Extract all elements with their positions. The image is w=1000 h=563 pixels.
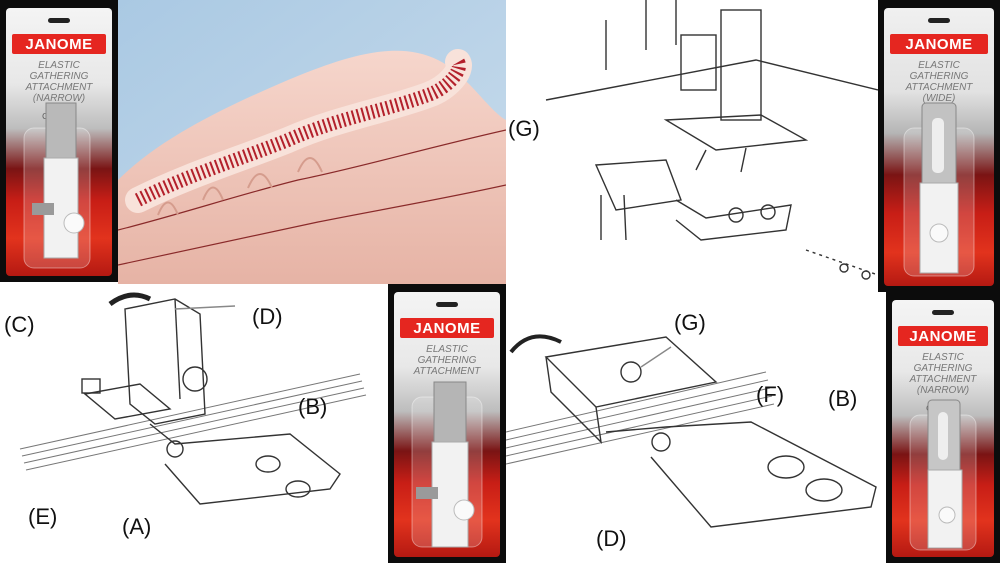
hang-hole xyxy=(436,302,458,307)
package-card: JANOME ELASTIC GATHERING ATTACHMENT (WID… xyxy=(884,8,994,286)
hang-hole xyxy=(932,310,954,315)
package-title: ELASTIC GATHERING ATTACHMENT xyxy=(413,344,481,377)
label-a: (A) xyxy=(122,514,152,539)
brand-logo: JANOME xyxy=(400,318,494,338)
hang-hole xyxy=(928,18,950,23)
label-g-machine: (G) xyxy=(508,116,540,141)
label-f: (F) xyxy=(756,382,785,407)
attachment-product-image xyxy=(903,102,975,277)
brand-logo: JANOME xyxy=(890,34,988,54)
label-b: (B) xyxy=(298,394,328,419)
package-card: JANOME ELASTIC GATHERING ATTACHMENT (NAR… xyxy=(892,300,994,557)
machine-line-drawing xyxy=(545,0,878,280)
attachment-product-image xyxy=(411,381,483,548)
package-narrow-top: JANOME ELASTIC GATHERING ATTACHMENT (NAR… xyxy=(0,0,118,282)
narrow-attachment-diagram: (C) (D) (B) (E) (A) xyxy=(0,284,388,563)
attachment-product-image xyxy=(909,399,977,551)
brand-logo: JANOME xyxy=(12,34,106,54)
brand-logo: JANOME xyxy=(898,326,988,346)
machine-diagram: (G) xyxy=(506,0,878,290)
package-narrow-mid: JANOME ELASTIC GATHERING ATTACHMENT xyxy=(388,284,506,563)
package-title: ELASTIC GATHERING ATTACHMENT (NARROW) xyxy=(25,60,93,104)
wide-attachment-line-drawing xyxy=(506,334,877,528)
hang-hole xyxy=(48,18,70,23)
package-narrow-bottom: JANOME ELASTIC GATHERING ATTACHMENT (NAR… xyxy=(886,292,1000,563)
gathered-fabric-photo xyxy=(118,0,506,284)
package-card: JANOME ELASTIC GATHERING ATTACHMENT (NAR… xyxy=(6,8,112,276)
package-title: ELASTIC GATHERING ATTACHMENT (WIDE) xyxy=(905,60,973,104)
label-d-wide: (D) xyxy=(596,526,627,551)
narrow-attachment-line-drawing xyxy=(19,292,367,505)
label-b-wide: (B) xyxy=(828,386,858,411)
label-c: (C) xyxy=(4,312,35,337)
label-g: (G) xyxy=(674,310,706,335)
package-card: JANOME ELASTIC GATHERING ATTACHMENT xyxy=(394,292,500,557)
label-d: (D) xyxy=(252,304,283,329)
label-e: (E) xyxy=(28,504,58,529)
package-title: ELASTIC GATHERING ATTACHMENT (NARROW) xyxy=(909,352,977,396)
wide-attachment-diagram: (G) (F) (B) (D) xyxy=(506,292,886,563)
package-wide: JANOME ELASTIC GATHERING ATTACHMENT (WID… xyxy=(878,0,1000,292)
fabric-illustration xyxy=(118,0,506,284)
attachment-product-image xyxy=(23,102,91,269)
